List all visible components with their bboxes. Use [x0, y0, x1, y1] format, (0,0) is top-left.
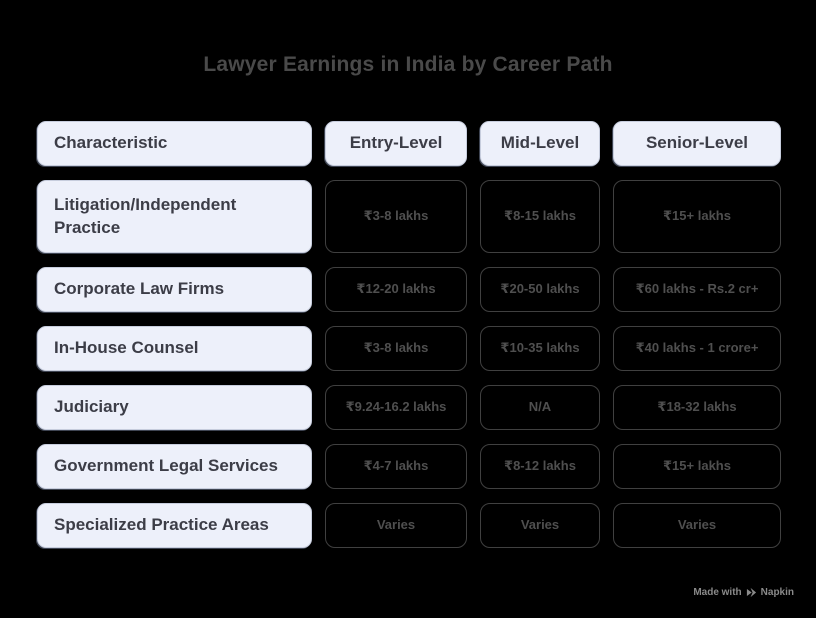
- column-header-mid-level: Mid-Level: [480, 121, 600, 166]
- cell-specialized-senior-level: Varies: [613, 503, 781, 548]
- watermark-made-with-text: Made with: [693, 587, 742, 598]
- column-header-entry-level: Entry-Level: [325, 121, 467, 166]
- cell-government-mid-level: ₹8-12 lakhs: [480, 444, 600, 489]
- cell-specialized-mid-level: Varies: [480, 503, 600, 548]
- cell-government-senior-level: ₹15+ lakhs: [613, 444, 781, 489]
- cell-corporate-senior-level: ₹60 lakhs - Rs.2 cr+: [613, 267, 781, 312]
- row-label-corporate-law-firms: Corporate Law Firms: [37, 267, 312, 312]
- cell-in-house-senior-level: ₹40 lakhs - 1 crore+: [613, 326, 781, 371]
- cell-government-entry-level: ₹4-7 lakhs: [325, 444, 467, 489]
- cell-judiciary-entry-level: ₹9.24-16.2 lakhs: [325, 385, 467, 430]
- row-label-government-legal-services: Government Legal Services: [37, 444, 312, 489]
- row-label-judiciary: Judiciary: [37, 385, 312, 430]
- earnings-table: Characteristic Entry-Level Mid-Level Sen…: [37, 121, 781, 548]
- cell-specialized-entry-level: Varies: [325, 503, 467, 548]
- cell-judiciary-mid-level: N/A: [480, 385, 600, 430]
- napkin-pen-icon: [746, 587, 757, 598]
- cell-in-house-mid-level: ₹10-35 lakhs: [480, 326, 600, 371]
- column-header-characteristic: Characteristic: [37, 121, 312, 166]
- cell-corporate-entry-level: ₹12-20 lakhs: [325, 267, 467, 312]
- napkin-watermark: Made with Napkin: [693, 587, 794, 598]
- cell-corporate-mid-level: ₹20-50 lakhs: [480, 267, 600, 312]
- cell-judiciary-senior-level: ₹18-32 lakhs: [613, 385, 781, 430]
- cell-litigation-senior-level: ₹15+ lakhs: [613, 180, 781, 253]
- row-label-litigation-independent-practice: Litigation/Independent Practice: [37, 180, 312, 253]
- row-label-in-house-counsel: In-House Counsel: [37, 326, 312, 371]
- cell-litigation-mid-level: ₹8-15 lakhs: [480, 180, 600, 253]
- cell-in-house-entry-level: ₹3-8 lakhs: [325, 326, 467, 371]
- watermark-brand-text: Napkin: [760, 587, 794, 598]
- chart-title: Lawyer Earnings in India by Career Path: [203, 53, 613, 76]
- row-label-specialized-practice-areas: Specialized Practice Areas: [37, 503, 312, 548]
- column-header-senior-level: Senior-Level: [613, 121, 781, 166]
- cell-litigation-entry-level: ₹3-8 lakhs: [325, 180, 467, 253]
